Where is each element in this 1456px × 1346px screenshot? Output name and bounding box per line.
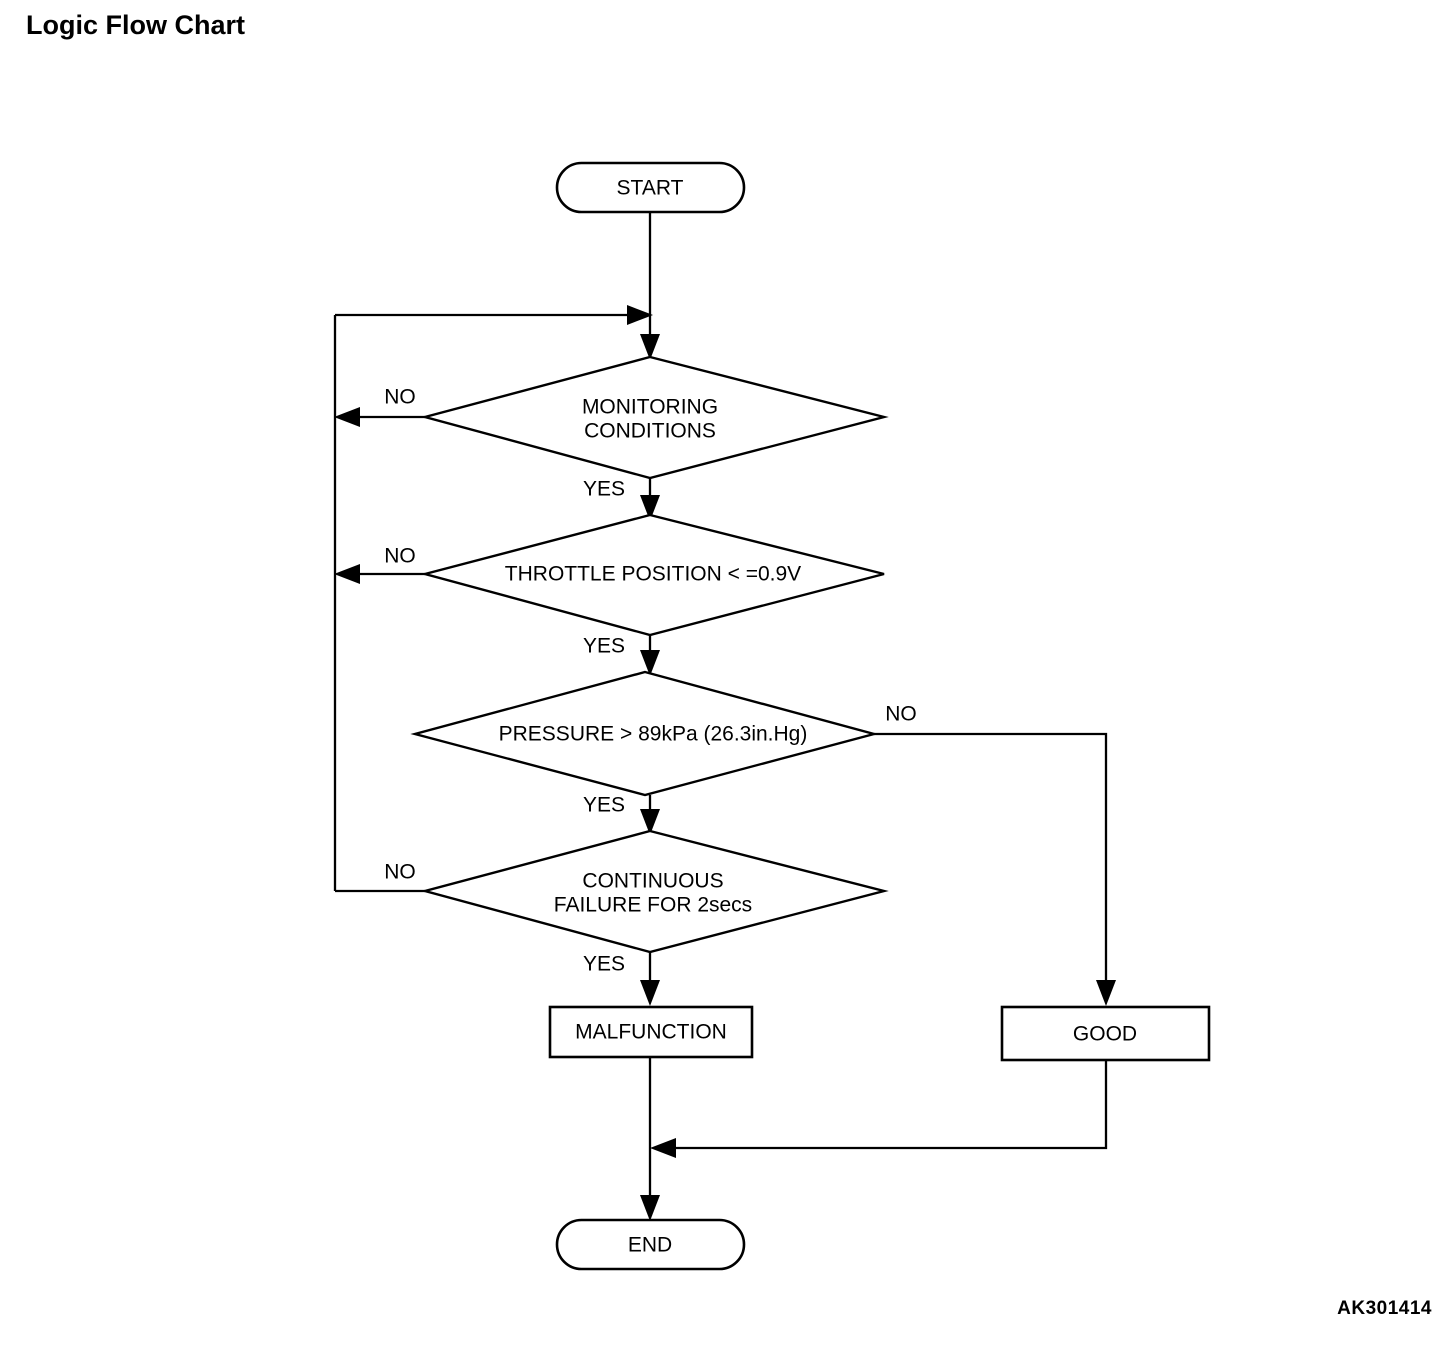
node-throttle-position[interactable]: THROTTLE POSITION < =0.9V bbox=[420, 513, 885, 637]
edge-label-pressure-no: NO bbox=[885, 703, 917, 726]
edge-throttle-no bbox=[334, 564, 425, 584]
figure-code-label: AK301414 bbox=[1337, 1298, 1432, 1319]
node-start[interactable]: START bbox=[555, 161, 746, 214]
edge-label-throttle-yes: YES bbox=[583, 635, 625, 658]
node-continuous-label-line1: CONTINUOUS bbox=[582, 870, 723, 893]
edge-good-to-end bbox=[650, 1060, 1108, 1158]
edge-monitoring-no bbox=[334, 407, 425, 427]
edge-label-monitoring-yes: YES bbox=[583, 478, 625, 501]
edge-monitoring-yes bbox=[640, 478, 660, 521]
node-malfunction[interactable]: MALFUNCTION bbox=[548, 1005, 754, 1059]
edge-label-throttle-no: NO bbox=[384, 545, 416, 568]
edge-throttle-yes bbox=[640, 635, 660, 676]
edge-malfunction-to-end bbox=[640, 1057, 660, 1221]
node-pressure-label: PRESSURE > 89kPa (26.3in.Hg) bbox=[499, 723, 808, 746]
edge-pressure-no bbox=[874, 732, 1116, 1006]
edge-pressure-yes bbox=[640, 795, 660, 835]
node-monitoring-label-line1: MONITORING bbox=[582, 396, 718, 419]
node-monitoring-conditions[interactable]: MONITORING CONDITIONS bbox=[420, 355, 889, 480]
page-title: Logic Flow Chart bbox=[26, 10, 245, 40]
node-continuous-label-line2: FAILURE FOR 2secs bbox=[554, 894, 752, 917]
edge-continuous-yes bbox=[640, 952, 660, 1006]
node-end[interactable]: END bbox=[555, 1218, 746, 1271]
edge-label-monitoring-no: NO bbox=[384, 386, 416, 409]
node-malfunction-label: MALFUNCTION bbox=[575, 1021, 727, 1044]
node-monitoring-label-line2: CONDITIONS bbox=[584, 420, 716, 443]
node-pressure[interactable]: PRESSURE > 89kPa (26.3in.Hg) bbox=[410, 670, 879, 797]
edge-label-continuous-yes: YES bbox=[583, 953, 625, 976]
node-continuous-failure[interactable]: CONTINUOUS FAILURE FOR 2secs bbox=[420, 829, 889, 954]
node-good[interactable]: GOOD bbox=[1000, 1005, 1211, 1062]
edge-label-pressure-yes: YES bbox=[583, 794, 625, 817]
edge-feedback-loop-return bbox=[335, 305, 653, 325]
edge-label-continuous-no: NO bbox=[384, 861, 416, 884]
node-good-label: GOOD bbox=[1073, 1023, 1137, 1046]
edge-start-to-monitoring bbox=[640, 212, 660, 360]
node-throttle-label: THROTTLE POSITION < =0.9V bbox=[505, 563, 801, 586]
node-start-label: START bbox=[617, 177, 684, 200]
node-end-label: END bbox=[628, 1234, 672, 1257]
